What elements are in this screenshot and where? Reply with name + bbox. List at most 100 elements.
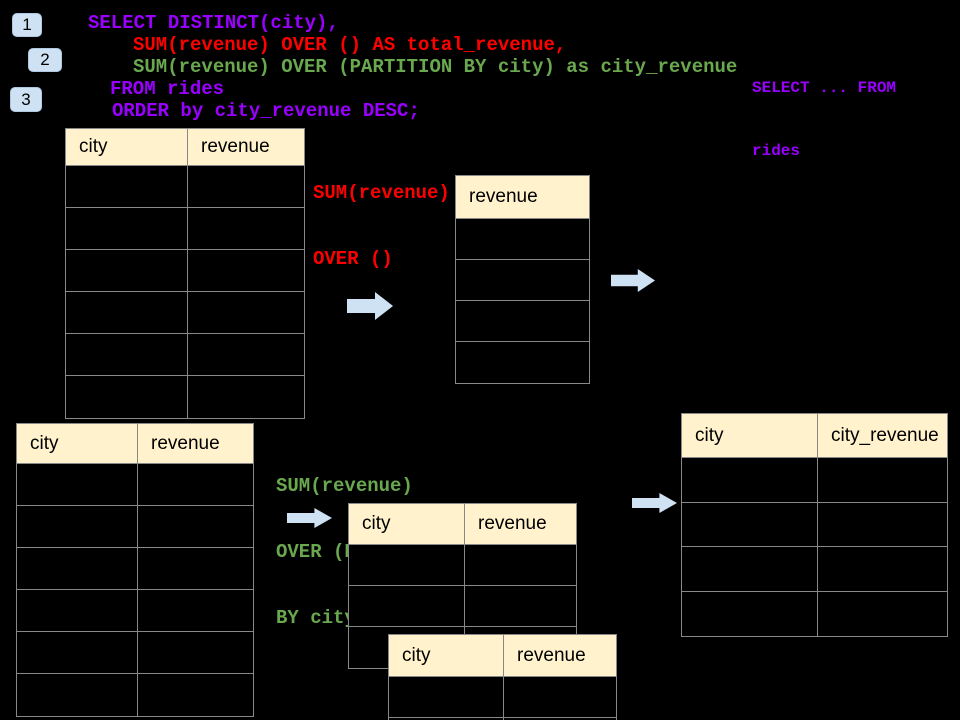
empty-cell — [682, 458, 817, 502]
table-row — [682, 502, 947, 547]
arrow-right-icon — [287, 508, 332, 528]
empty-cell — [66, 166, 187, 207]
empty-cell — [682, 547, 817, 591]
column-header-revenue: revenue — [137, 424, 253, 463]
table-row — [17, 590, 253, 632]
empty-cell — [187, 208, 304, 249]
sql-line-city-revenue: SUM(revenue) OVER (PARTITION BY city) as… — [133, 56, 738, 78]
table-result: city city_revenue — [681, 413, 948, 637]
table-row — [66, 376, 304, 418]
column-header-revenue: revenue — [503, 635, 616, 676]
table-row — [682, 458, 947, 503]
empty-cell — [456, 219, 589, 259]
table-row — [682, 591, 947, 637]
empty-cell — [137, 548, 253, 589]
empty-cell — [389, 677, 503, 717]
table-row — [17, 548, 253, 590]
table-header-row: revenue — [456, 176, 589, 219]
sql-line-total-revenue: SUM(revenue) OVER () AS total_revenue, — [133, 34, 567, 56]
empty-cell — [817, 458, 947, 502]
empty-cell — [66, 292, 187, 333]
empty-cell — [187, 166, 304, 207]
annotation-total-revenue: SUM(revenue) OVER () — [313, 138, 450, 314]
table-header-row: city revenue — [349, 504, 576, 545]
empty-cell — [17, 674, 137, 716]
empty-cell — [187, 376, 304, 418]
annotation-total-line-2: OVER () — [313, 248, 393, 270]
table-header-row: city revenue — [66, 129, 304, 166]
empty-cell — [17, 464, 137, 505]
step-1-badge: 1 — [12, 13, 42, 37]
table-row — [66, 292, 304, 334]
side-note: SELECT ... FROM rides — [752, 36, 896, 204]
column-header-city: city — [79, 136, 108, 157]
empty-cell — [817, 591, 947, 636]
empty-cell — [682, 503, 817, 547]
table-row — [66, 166, 304, 208]
empty-cell — [17, 632, 137, 673]
sql-line-from: FROM rides — [110, 78, 225, 100]
table-row — [66, 250, 304, 292]
table-total-revenue: revenue — [455, 175, 590, 384]
column-header-revenue: revenue — [187, 129, 304, 165]
annotation-partition-line-1: SUM(revenue) — [276, 475, 413, 497]
table-source-bottom: city revenue — [16, 423, 254, 717]
table-row — [389, 718, 616, 720]
empty-cell — [187, 334, 304, 375]
column-header-city: city — [695, 424, 724, 446]
arrow-right-icon — [611, 269, 655, 292]
column-header-city-revenue: city_revenue — [817, 414, 947, 457]
empty-cell — [66, 334, 187, 375]
annotation-total-line-1: SUM(revenue) — [313, 182, 450, 204]
empty-cell — [66, 250, 187, 291]
table-row — [17, 632, 253, 674]
table-row — [17, 674, 253, 716]
table-row — [349, 586, 576, 627]
empty-cell — [456, 301, 589, 341]
table-row — [456, 219, 589, 260]
empty-cell — [456, 342, 589, 383]
table-row — [17, 506, 253, 548]
table-row — [389, 677, 616, 718]
table-partition-overlay: city revenue — [388, 634, 617, 720]
column-header-city: city — [402, 644, 431, 666]
empty-cell — [66, 208, 187, 249]
sql-line-select: SELECT DISTINCT(city), — [88, 12, 339, 34]
table-header-row: city city_revenue — [682, 414, 947, 458]
empty-cell — [503, 677, 616, 717]
table-row — [456, 301, 589, 342]
empty-cell — [817, 547, 947, 591]
column-header-revenue: revenue — [464, 504, 576, 544]
empty-cell — [66, 376, 187, 418]
empty-cell — [456, 260, 589, 300]
empty-cell — [137, 632, 253, 673]
side-note-line-2: rides — [752, 142, 801, 160]
empty-cell — [187, 292, 304, 333]
table-row — [66, 334, 304, 376]
table-header-row: city revenue — [17, 424, 253, 464]
empty-cell — [187, 250, 304, 291]
empty-cell — [817, 502, 947, 546]
table-row — [66, 208, 304, 250]
arrow-right-icon — [632, 493, 677, 513]
sql-line-order-by: ORDER by city_revenue DESC; — [112, 100, 420, 122]
table-row — [682, 547, 947, 592]
empty-cell — [503, 718, 616, 720]
empty-cell — [349, 545, 464, 585]
empty-cell — [137, 464, 253, 505]
table-source-top: city revenue — [65, 128, 305, 419]
step-3-badge: 3 — [10, 87, 42, 112]
column-header-revenue: revenue — [469, 186, 538, 207]
empty-cell — [464, 586, 576, 626]
step-2-badge: 2 — [28, 48, 62, 72]
empty-cell — [17, 548, 137, 589]
empty-cell — [137, 590, 253, 631]
empty-cell — [17, 506, 137, 547]
empty-cell — [17, 590, 137, 631]
column-header-city: city — [362, 513, 391, 534]
empty-cell — [349, 586, 464, 626]
empty-cell — [682, 592, 817, 637]
empty-cell — [137, 674, 253, 716]
table-row — [349, 545, 576, 586]
